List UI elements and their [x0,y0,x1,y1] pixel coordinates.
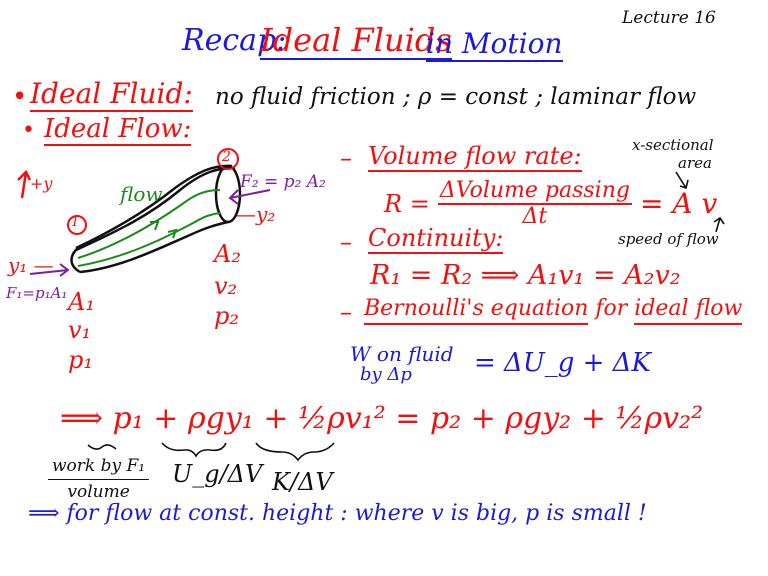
flow-label: flow [120,182,163,206]
title-ideal-fluids: Ideal Fluids [260,24,452,60]
bernoulli-heading-ideal: ideal [634,296,689,325]
point-1-label: 1 [71,215,80,230]
streamline-2 [77,212,221,267]
point-2-label: 2 [222,149,231,165]
point-2-circle [217,148,239,170]
bernoulli-heading: Bernoulli's equation for ideal flow [364,296,743,325]
work-per-volume: work by F₁ volume [48,458,150,502]
streamline-arrow-2 [167,228,178,239]
var-v2: v₂ [214,272,238,300]
flow-rate-rhs: = A v [639,187,718,220]
var-a2: A₂ [214,240,241,268]
ideal-fluid-bullet: • [12,82,28,112]
flow-rate-fraction: ΔVolume passing Δt [437,178,632,229]
pipe-top-outline [75,164,233,250]
flow-rate-equation: R = ΔVolume passing Δt = A v [384,180,717,228]
bernoulli-heading-main: Bernoulli's equation [364,296,589,325]
ug-per-volume: U_g/ΔV [172,460,263,488]
var-p2: p₂ [214,302,239,330]
continuity-dash: – [340,228,352,256]
y2-label: —y₂ [236,202,276,226]
bernoulli-equation: ⟹ p₁ + ρgy₁ + ½ρv₁² = p₂ + ρgy₂ + ½ρv₂² [60,401,704,436]
pipe-top-edge [75,166,236,252]
work-label-line2: by Δp [360,364,412,385]
flow-rate-numerator: ΔVolume passing [437,178,632,205]
y-axis-arrow [17,169,32,199]
annotation-speed: speed of flow [618,230,719,248]
brace-k [255,442,335,462]
title-in-motion: in Motion [426,27,563,62]
flow-rate-lhs: R = [384,190,430,218]
point-1-circle [67,215,87,235]
brace-p1 [87,444,117,450]
continuity-heading: Continuity: [368,224,504,254]
ideal-flow-bullet: • [22,118,35,143]
pipe-bottom-outline [79,220,229,274]
annotation-area-line2: area [678,154,712,172]
lecture-number: Lecture 16 [622,8,716,28]
ideal-fluid-description: no fluid friction ; ρ = const ; laminar … [215,84,697,110]
speed-arrow [713,216,725,233]
conclusion: ⟹ for flow at const. height : where v is… [28,501,647,526]
work-per-volume-numerator: work by F₁ [48,458,150,480]
var-v1: v₁ [68,316,92,344]
flow-rate-denominator: Δt [522,204,548,229]
ideal-fluid-label: Ideal Fluid: [30,77,193,112]
streamline-arrow-1 [150,221,160,231]
force-1-label: F₁=p₁A₁ [6,284,68,302]
var-p1: p₁ [68,346,93,374]
y1-label: y₁ — [8,253,54,277]
y-axis-label: +y [30,174,53,193]
bernoulli-heading-flow: flow [688,296,743,325]
bernoulli-heading-for: for [588,296,635,321]
force-arrow-1 [29,263,70,277]
title-ideal: Ideal Fluids [260,21,452,59]
force-2-label: F₂ = p₂ A₂ [240,172,326,192]
ideal-flow-label: Ideal Flow: [44,114,192,146]
var-a1: A₁ [68,288,95,316]
streamline-1 [77,189,221,259]
title-recap: Recap: [182,23,287,58]
continuity-equation: R₁ = R₂ ⟹ A₁v₁ = A₂v₂ [370,260,681,291]
volume-flow-dash: – [340,144,352,172]
force-arrow-2 [228,189,271,205]
volume-flow-heading: Volume flow rate: [368,142,582,172]
work-label-line1: W on fluid [350,342,454,366]
pipe-end-2 [214,164,242,224]
work-energy-rhs: = ΔU_g + ΔK [474,348,651,378]
annotation-area-line1: x-sectional [632,136,714,154]
area-arrow [675,171,689,190]
k-per-volume: K/ΔV [272,468,333,496]
bernoulli-dash: – [340,298,352,326]
work-per-volume-denominator: volume [67,482,130,502]
pipe-end-1 [70,247,81,274]
brace-ug [161,442,227,458]
